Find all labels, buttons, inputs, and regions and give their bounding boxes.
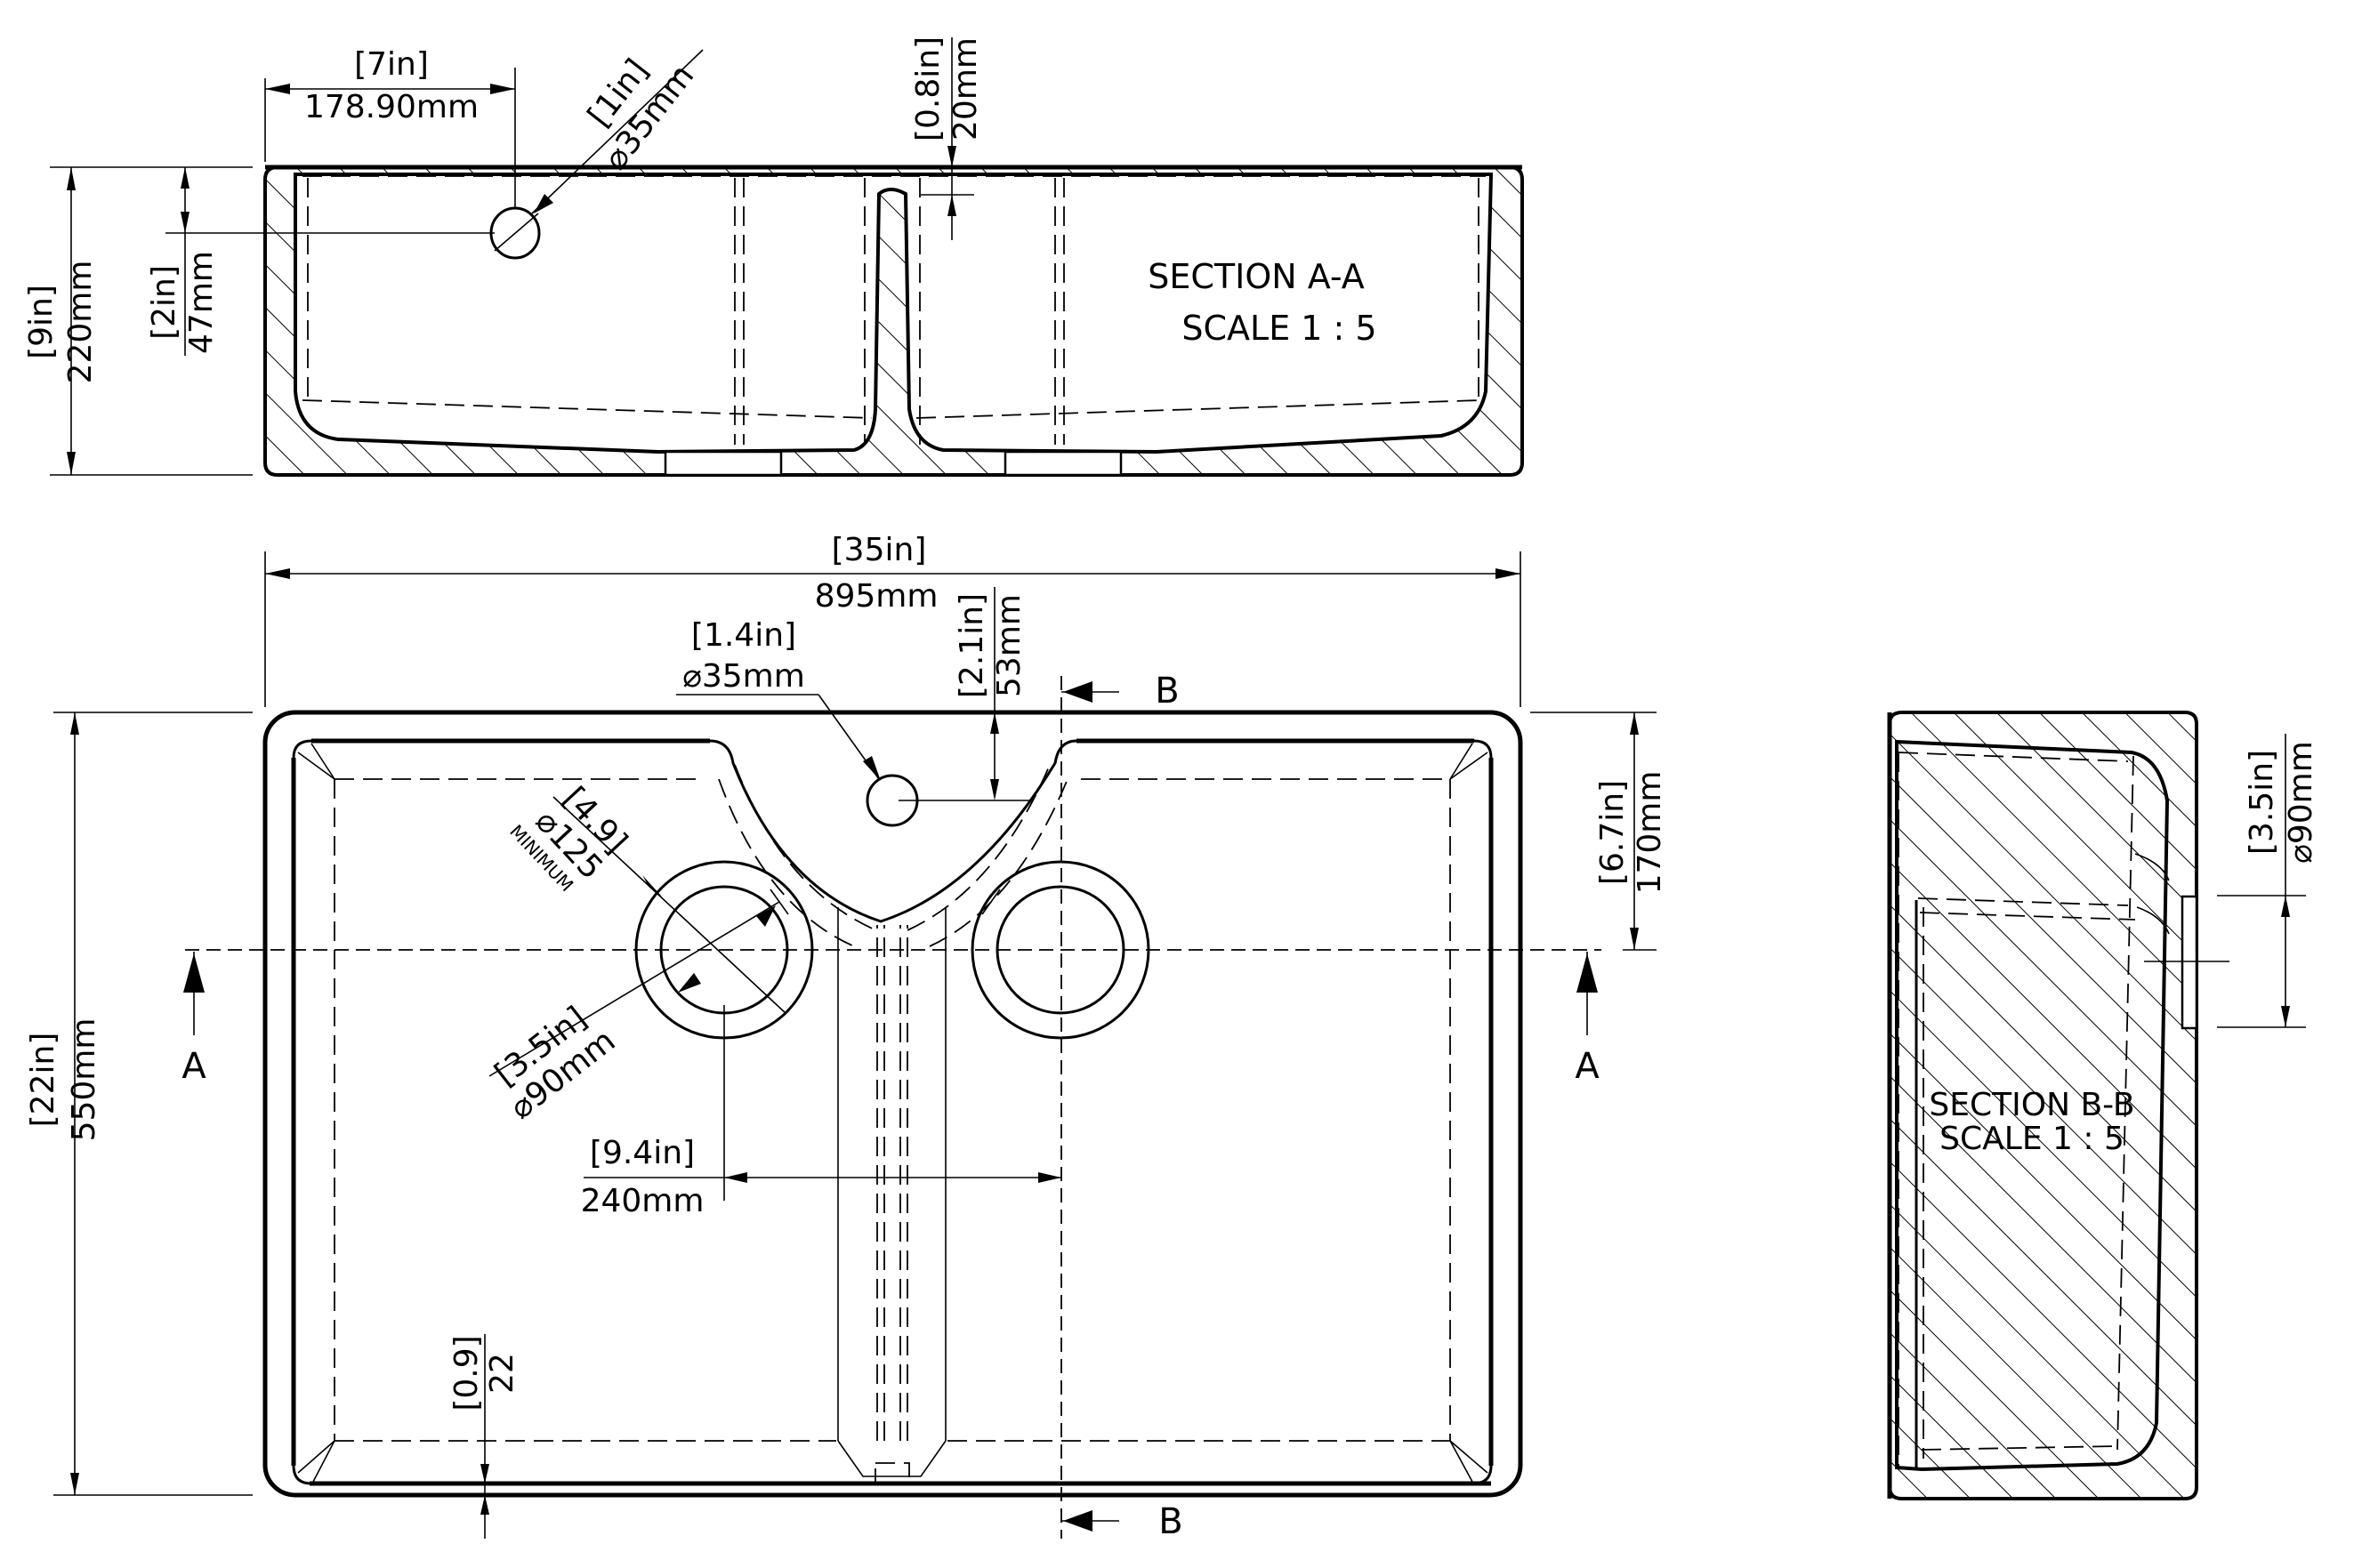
section-a-right-arrow [1576, 953, 1598, 993]
section-bb-view: [3.5in] ⌀90mm SECTION B-B SCALE 1 : 5 [1887, 711, 2319, 1500]
dim-width-mm: 895mm [815, 578, 939, 615]
dim-depth-mm: 550mm [66, 1018, 102, 1142]
section-aa-view: [7in] 178.90mm [1in] ⌀35mm [0.8in] 20mm … [23, 36, 1524, 477]
dim-height-in: [9in] [23, 285, 60, 359]
dim-tap-height-in: [2in] [146, 265, 182, 340]
dim-divider-mm: 20mm [947, 37, 984, 141]
section-b-top-arrow [1063, 681, 1092, 703]
section-a-left-label: A [181, 1046, 206, 1087]
dim-divider-in: [0.8in] [910, 36, 947, 141]
dim-height-mm: 220mm [62, 261, 99, 384]
dim-tap-hole-in-plan: [1.4in] [691, 617, 796, 654]
dim-tap-offset-mm: 178.90mm [304, 89, 479, 125]
dim-bb-waste-mm: ⌀90mm [2283, 741, 2319, 864]
dim-tap-back-in: [2.1in] [954, 593, 990, 698]
dim-tap-hole-mm-plan: ⌀35mm [682, 658, 805, 695]
section-a-left-arrow [183, 953, 205, 993]
section-aa-body [263, 165, 1524, 477]
dim-rim-in: [0.9] [448, 1335, 485, 1411]
dim-tap-height-mm: 47mm [183, 251, 220, 354]
dim-depth-in: [22in] [25, 1033, 61, 1128]
section-aa-title: SECTION A-A [1148, 257, 1365, 296]
dim-waste-spacing-in: [9.4in] [590, 1135, 695, 1171]
section-bb-scale: SCALE 1 : 5 [1939, 1121, 2124, 1157]
section-b-top-label: B [1155, 671, 1179, 712]
dim-bb-waste-in: [3.5in] [2244, 750, 2280, 855]
section-bb-title: SECTION B-B [1929, 1087, 2134, 1123]
section-aa-scale: SCALE 1 : 5 [1181, 309, 1376, 348]
dim-waste-center-in: [6.7in] [1594, 780, 1631, 885]
dim-rim-mm: 22 [484, 1353, 520, 1394]
sink-outer-rim [262, 710, 1523, 1498]
plan-view: [35in] 895mm [1.4in] ⌀35mm [2.1in] 53mm … [25, 532, 1668, 1542]
section-b-bottom-arrow [1063, 1510, 1092, 1532]
section-b-bottom-label: B [1158, 1501, 1182, 1542]
dim-waste-center-mm: 170mm [1632, 771, 1668, 895]
dim-tap-offset-in: [7in] [354, 46, 429, 83]
dim-tap-back-mm: 53mm [991, 594, 1028, 697]
section-a-right-label: A [1575, 1046, 1600, 1087]
dim-waste-spacing-mm: 240mm [581, 1183, 705, 1219]
dim-width-in: [35in] [832, 532, 927, 568]
